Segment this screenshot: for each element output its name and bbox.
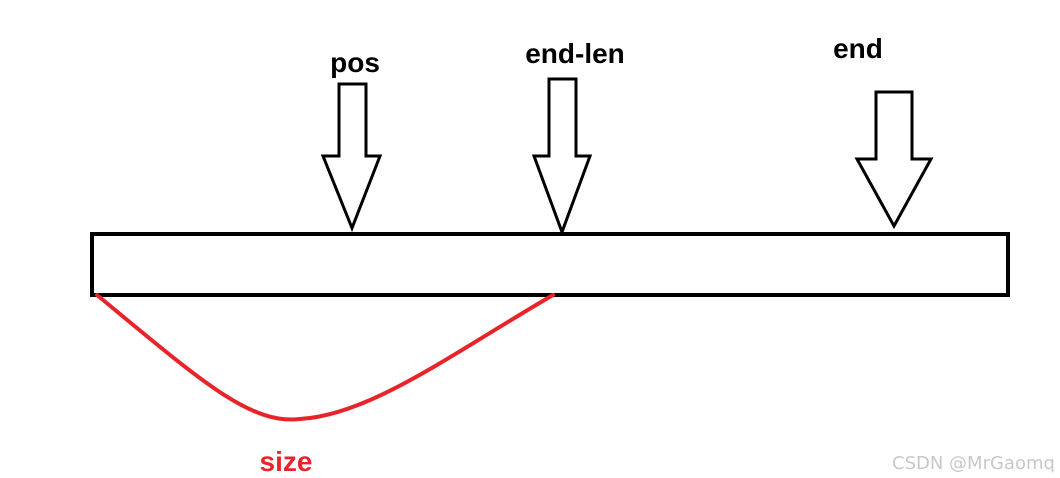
size-label: size: [260, 446, 313, 477]
end-len-label: end-len: [525, 38, 625, 69]
end-len-arrow-icon: [531, 77, 593, 237]
pos-label: pos: [330, 47, 380, 78]
size-bracket-curve: [95, 293, 555, 422]
watermark-text: CSDN @MrGaomq: [892, 453, 1055, 474]
end-arrow-icon: [854, 90, 934, 230]
end-label: end: [833, 33, 883, 64]
pos-arrow-icon: [320, 82, 383, 233]
buffer-bar: [90, 232, 1010, 297]
